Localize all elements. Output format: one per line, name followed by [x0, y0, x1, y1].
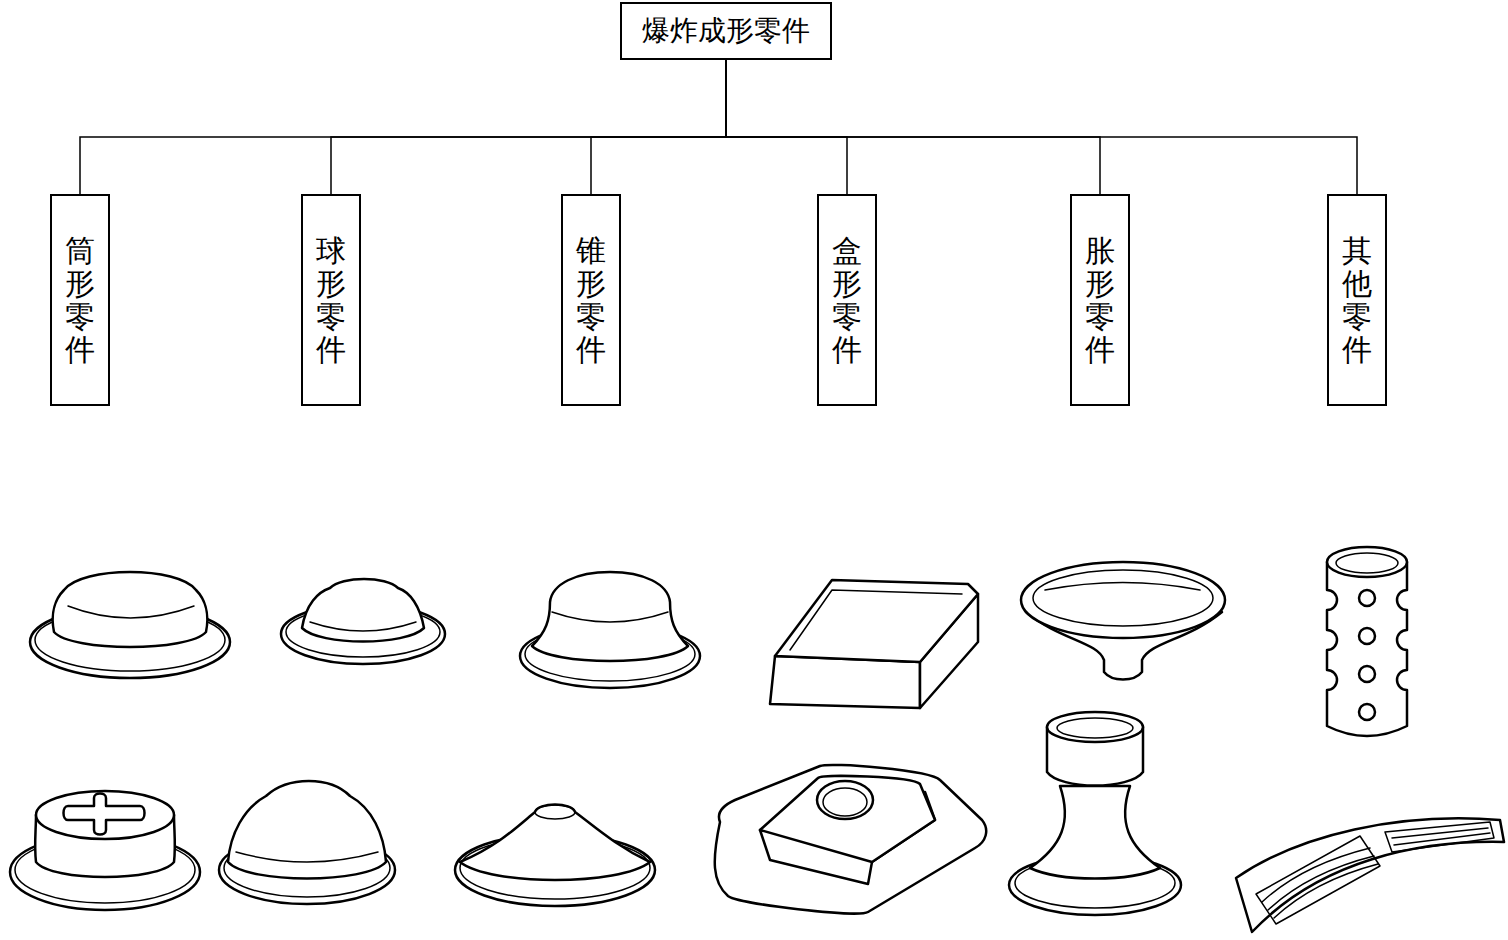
part-sketch	[68, 606, 194, 618]
part-sketch	[236, 852, 378, 862]
tree-connector	[331, 60, 726, 194]
part-sketch	[770, 656, 920, 708]
part-sketch	[36, 791, 174, 839]
part-sketch	[1057, 718, 1133, 738]
node-label: 爆炸成形零件	[642, 14, 810, 48]
part-sketch	[1327, 547, 1407, 736]
part-sketch	[1021, 562, 1225, 638]
part-sketch	[1236, 818, 1504, 932]
part-sketch	[460, 805, 650, 881]
part-sketch	[790, 590, 962, 650]
part-sketch	[302, 579, 424, 642]
part-sketch	[535, 805, 575, 819]
part-sketch	[1359, 590, 1375, 606]
part-sketch	[1236, 818, 1504, 932]
part-sketch	[10, 791, 200, 910]
part-sketch	[1045, 583, 1200, 591]
tree-connector	[591, 60, 726, 194]
part-sketch	[1030, 786, 1160, 879]
part-sketch	[53, 572, 208, 647]
part-sketch	[1262, 848, 1370, 902]
part-sketch	[1385, 822, 1494, 852]
category-box: 筒形零件	[50, 194, 110, 406]
part-sketch	[1359, 704, 1375, 720]
part-sketch	[1359, 628, 1375, 644]
category-box: 其他零件	[1327, 194, 1387, 406]
part-sketch	[715, 765, 986, 914]
category-box: 盒形零件	[817, 194, 877, 406]
category-box: 球形零件	[301, 194, 361, 406]
part-sketch	[219, 781, 395, 904]
part-sketch	[310, 622, 416, 631]
part-sketch	[1336, 553, 1398, 573]
part-sketch	[817, 781, 873, 819]
tree-connector	[726, 60, 847, 194]
part-sketch	[1047, 712, 1143, 742]
tree-connector	[726, 60, 1100, 194]
part-sketch	[1009, 712, 1181, 915]
part-sketch	[1256, 836, 1380, 924]
category-box: 锥形零件	[561, 194, 621, 406]
part-sketch	[1021, 562, 1225, 680]
part-sketch	[1392, 828, 1488, 838]
root-box: 爆炸成形零件	[620, 2, 832, 60]
part-sketch	[1274, 864, 1378, 918]
part-sketch	[1359, 666, 1375, 682]
part-sketch	[281, 579, 445, 664]
part-sketch	[552, 612, 668, 622]
part-sketch	[870, 660, 912, 662]
part-sketch	[823, 788, 867, 816]
part-sketch	[715, 765, 986, 914]
node-label: 其他零件	[1342, 234, 1372, 366]
node-label: 盒形零件	[832, 234, 862, 366]
tree-connector	[726, 60, 1357, 194]
node-label: 筒形零件	[65, 234, 95, 366]
node-label: 球形零件	[316, 234, 346, 366]
node-label: 锥形零件	[576, 234, 606, 366]
part-sketch	[520, 572, 700, 688]
part-sketch	[760, 776, 935, 862]
part-sketch	[30, 572, 230, 678]
part-sketch	[455, 805, 655, 907]
part-sketch	[1394, 833, 1490, 845]
node-label: 胀形零件	[1085, 234, 1115, 366]
part-sketch	[775, 580, 978, 662]
part-sketch	[1268, 856, 1374, 910]
part-sketch	[1327, 547, 1407, 577]
part-sketch	[228, 781, 386, 879]
part-sketch	[532, 572, 688, 661]
part-sketch	[770, 580, 978, 708]
tree-connector	[80, 60, 726, 194]
part-sketch	[1327, 562, 1407, 736]
part-sketch	[64, 794, 145, 835]
part-sketch	[1033, 570, 1213, 626]
category-box: 胀形零件	[1070, 194, 1130, 406]
